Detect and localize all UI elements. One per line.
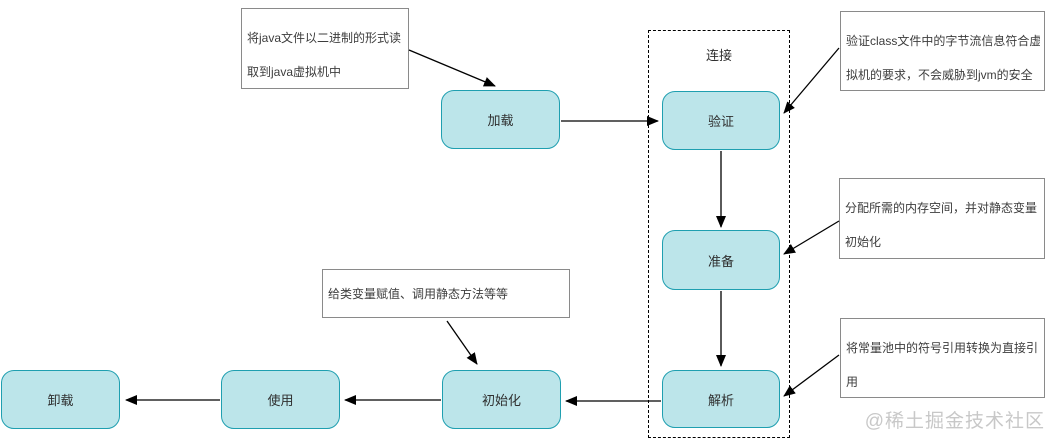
note-initialize-line1: 给类变量赋值、调用静态方法等等: [328, 286, 509, 301]
node-verify: 验证: [662, 91, 780, 150]
node-initialize: 初始化: [442, 370, 561, 429]
node-prepare: 准备: [662, 230, 780, 290]
note-initialize: 给类变量赋值、调用静态方法等等: [322, 269, 570, 318]
node-load-label: 加载: [487, 113, 514, 128]
note-load: 将java文件以二进制的形式读 取到java虚拟机中: [241, 8, 409, 89]
arrow-resolvenote-to-resolve: [783, 354, 840, 397]
node-initialize-label: 初始化: [481, 393, 521, 408]
node-prepare-label: 准备: [707, 253, 734, 269]
node-resolve-label: 解析: [707, 392, 734, 408]
node-load: 加载: [441, 90, 560, 149]
arrow-verifynote-to-verify: [783, 47, 840, 114]
node-verify-label: 验证: [707, 114, 734, 129]
note-resolve-line2: 用: [846, 375, 859, 389]
note-load-line1: 将java文件以二进制的形式读: [247, 31, 402, 45]
note-prepare: 分配所需的内存空间，并对静态变量 初始化: [839, 178, 1045, 259]
watermark: @稀土掘金技术社区: [864, 411, 1045, 432]
arrow-initnote-to-initialize: [446, 320, 478, 365]
node-unload-label: 卸载: [47, 393, 74, 408]
node-resolve: 解析: [662, 370, 780, 428]
note-verify-line1: 验证class文件中的字节流信息符合虚: [846, 34, 1040, 48]
note-resolve: 将常量池中的符号引用转换为直接引 用: [840, 318, 1045, 398]
arrow-loadnote-to-load: [408, 49, 496, 87]
note-verify-line2: 拟机的要求，不会威胁到jvm的安全: [846, 68, 1033, 82]
note-resolve-line1: 将常量池中的符号引用转换为直接引: [846, 341, 1039, 355]
node-unload: 卸载: [1, 370, 120, 429]
note-load-line2: 取到java虚拟机中: [247, 65, 342, 79]
note-verify: 验证class文件中的字节流信息符合虚 拟机的要求，不会威胁到jvm的安全: [840, 11, 1045, 91]
arrow-preparenote-to-prepare: [783, 220, 840, 255]
note-prepare-line1: 分配所需的内存空间，并对静态变量: [845, 201, 1038, 215]
note-prepare-line2: 初始化: [845, 235, 882, 249]
group-linking-label: 连接: [705, 48, 732, 63]
node-use: 使用: [221, 370, 340, 429]
node-use-label: 使用: [267, 393, 294, 408]
